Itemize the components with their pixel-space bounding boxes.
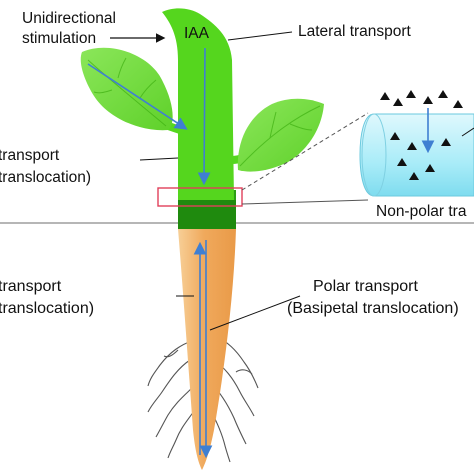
left-lower-label-1: transport xyxy=(0,278,62,295)
polar-transport-label: Polar transport xyxy=(313,278,418,295)
connector-top xyxy=(241,112,369,191)
root xyxy=(178,229,236,470)
connector-bottom xyxy=(241,199,369,205)
iaa-label: IAA xyxy=(184,25,210,42)
lateral-transport-label: Lateral transport xyxy=(298,23,412,40)
inset-cylinder xyxy=(359,113,474,197)
unidirectional-label: Unidirectional xyxy=(22,10,116,27)
stimulation-label: stimulation xyxy=(22,30,96,47)
basipetal-label: (Basipetal translocation) xyxy=(287,300,459,317)
left-lower-label-2: translocation) xyxy=(0,300,94,317)
left-upper-label-1: transport xyxy=(0,147,60,164)
shoot-down-arrow xyxy=(197,47,211,186)
polar-leader xyxy=(209,295,301,331)
right-leaf xyxy=(237,98,324,172)
iaa-molecules xyxy=(380,90,463,180)
lateral-leader xyxy=(227,31,293,41)
transport-arrows xyxy=(87,47,213,459)
left-upper-label-2: translocation) xyxy=(0,169,91,186)
non-polar-label: Non-polar tra xyxy=(376,203,467,220)
leaf-left-arrow xyxy=(87,63,188,130)
highlight-box xyxy=(157,187,243,207)
shoot xyxy=(162,8,234,200)
left-upper-leader xyxy=(139,157,179,161)
